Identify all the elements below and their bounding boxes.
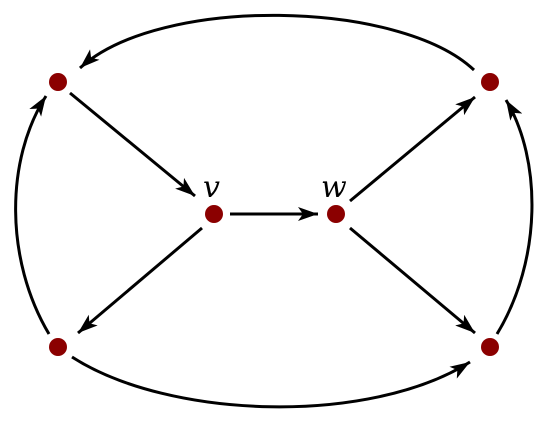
node-v	[205, 205, 223, 223]
node-bottom-right	[481, 338, 499, 356]
edge-top-left-to-v	[69, 91, 196, 198]
edge-top-right-to-top-left	[78, 13, 476, 72]
node-top-right	[481, 73, 499, 91]
edge-bottom-left-to-bottom-right	[71, 355, 471, 409]
node-label-w: w	[321, 170, 347, 205]
edge-bottom-left-to-top-left	[14, 95, 51, 335]
edge-v-to-bottom-left	[77, 226, 203, 335]
node-label-v: v	[203, 170, 220, 205]
edge-w-to-top-right	[349, 95, 476, 203]
node-bottom-left	[49, 338, 67, 356]
edge-w-to-bottom-right	[349, 226, 476, 335]
node-top-left	[49, 73, 67, 91]
node-w	[327, 205, 345, 223]
edge-bottom-right-to-top-right	[495, 99, 534, 335]
